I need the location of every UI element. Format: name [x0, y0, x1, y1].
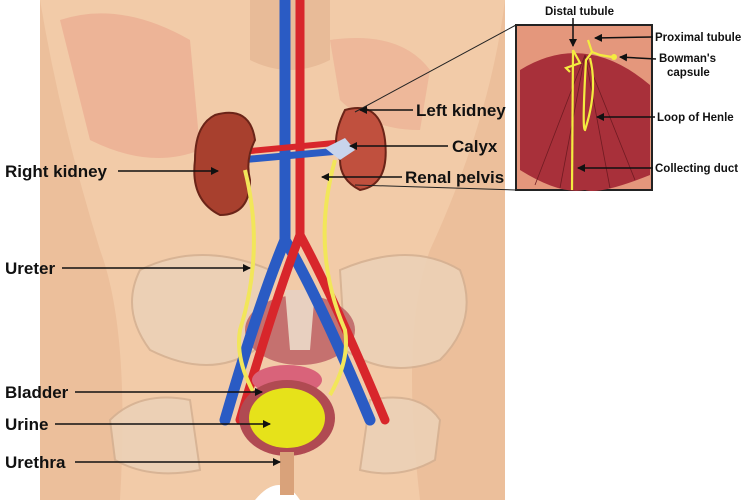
label-left-kidney: Left kidney — [416, 101, 506, 120]
label-bladder: Bladder — [5, 383, 69, 402]
right-kidney — [193, 111, 257, 217]
label-collecting-duct: Collecting duct — [655, 163, 738, 175]
label-calyx: Calyx — [452, 137, 498, 156]
uterus — [285, 290, 315, 350]
inset-zoom-line-bottom — [354, 184, 517, 191]
nephron-inset — [515, 24, 653, 191]
liver-shadow — [60, 13, 200, 159]
renal-pelvis — [325, 138, 355, 160]
bowmans-capsule — [611, 54, 617, 60]
label-proximal-tubule: Proximal tubule — [655, 32, 741, 44]
urethra — [280, 452, 294, 495]
label-bowmans-capsule-1: Bowman's — [659, 53, 716, 65]
label-loop-of-henle: Loop of Henle — [657, 112, 734, 124]
urine — [249, 388, 325, 448]
label-distal-tubule: Distal tubule — [545, 6, 614, 18]
label-urethra: Urethra — [5, 453, 66, 472]
label-ureter: Ureter — [5, 259, 55, 278]
torso — [40, 0, 505, 500]
inset-zoom-line-top — [354, 24, 517, 113]
stomach-shadow — [330, 38, 430, 130]
label-right-kidney: Right kidney — [5, 162, 108, 181]
label-bowmans-capsule-2: capsule — [667, 67, 710, 79]
label-renal-pelvis: Renal pelvis — [405, 168, 504, 187]
arrow-proximal-tubule — [594, 33, 654, 42]
pelvis-bone — [108, 254, 468, 475]
nephron — [563, 39, 613, 191]
ureters — [237, 159, 348, 396]
arrow-bowmans-capsule — [619, 53, 657, 62]
label-urine: Urine — [5, 415, 48, 434]
